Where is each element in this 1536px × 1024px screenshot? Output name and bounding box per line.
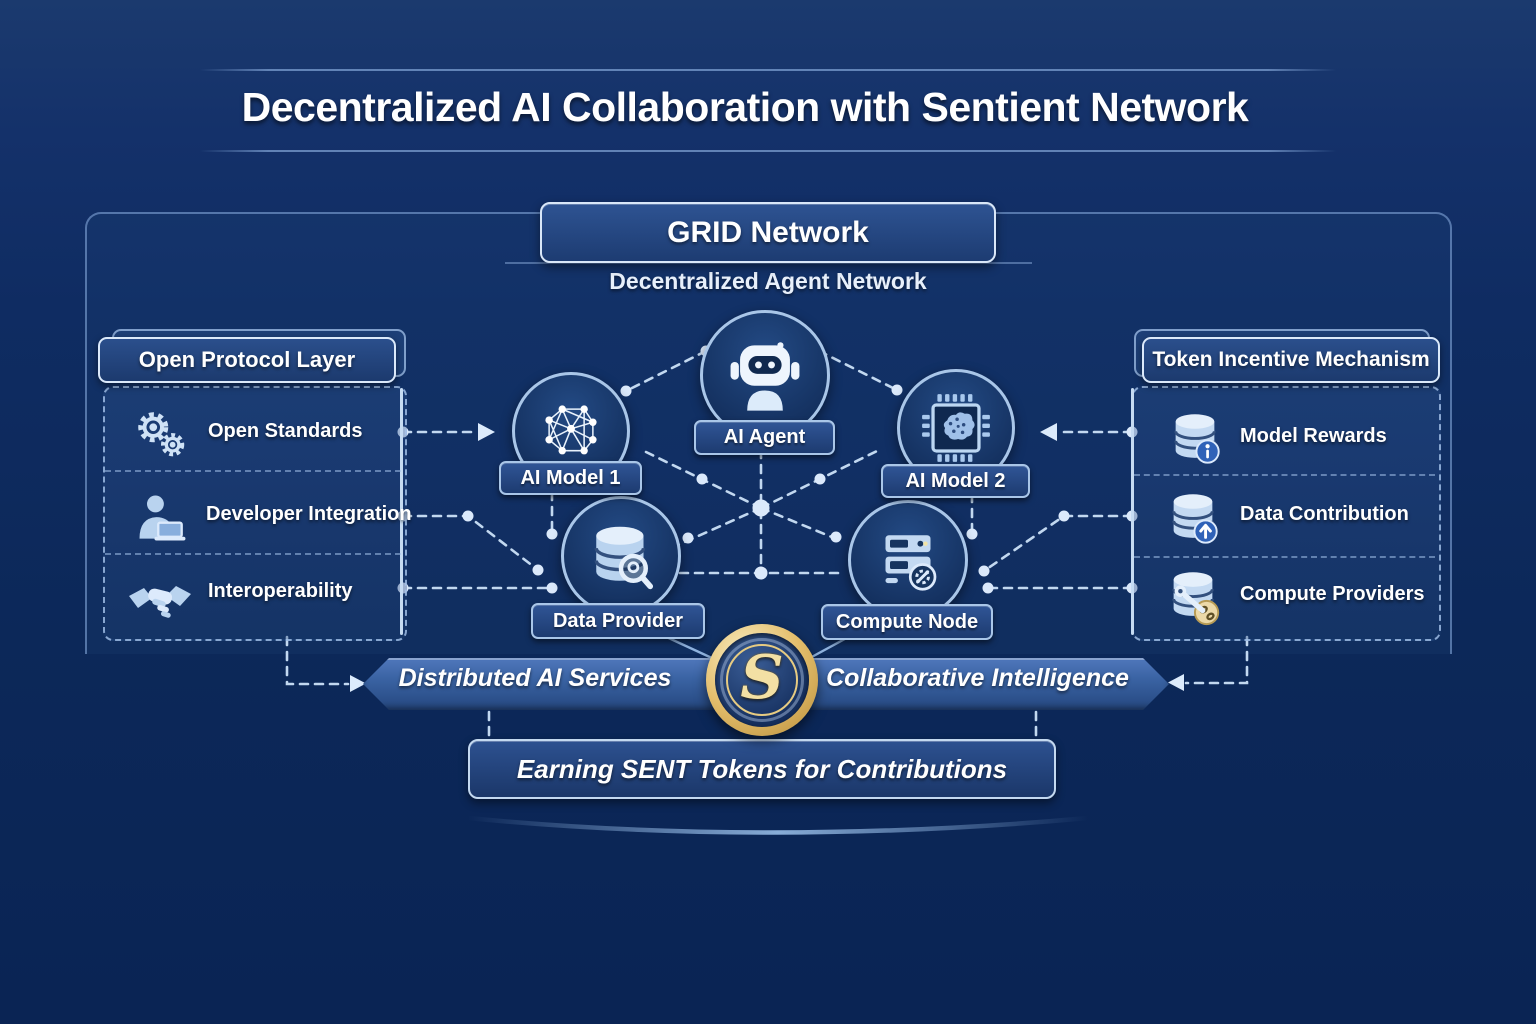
title-bottom-rule [200, 150, 1336, 152]
data-provider-node [561, 496, 681, 616]
ai-model-1-label: AI Model 1 [499, 461, 642, 495]
left-panel-separator-2 [105, 553, 401, 555]
left-panel-inner-edge [400, 388, 403, 635]
left-panel-header: Open Protocol Layer [98, 337, 396, 383]
ribbon-left-text: Distributed AI Services [398, 664, 672, 692]
handshake-icon [128, 570, 192, 630]
bottom-swoosh [465, 815, 1091, 835]
ribbon-right-text: Collaborative Intelligence [826, 664, 1129, 692]
node-label-text: Compute Node [835, 610, 979, 633]
database-info-icon [1164, 408, 1226, 468]
grid-network-header: GRID Network [540, 202, 996, 263]
coin-letter: S [740, 643, 784, 713]
ai-agent-node [700, 310, 830, 440]
ai-agent-label: AI Agent [694, 420, 835, 455]
right-panel-separator-2 [1134, 556, 1435, 558]
right-panel-inner-edge [1131, 388, 1134, 635]
server-gear-icon [872, 524, 944, 596]
coin-ring [720, 638, 804, 722]
robot-icon [727, 337, 803, 413]
coin-gold-ring [726, 644, 798, 716]
left-panel-separator-1 [105, 470, 401, 472]
left-item-label: Open Standards [208, 420, 363, 442]
gears-icon [130, 404, 192, 466]
data-provider-label: Data Provider [531, 603, 705, 639]
right-panel-title: Token Incentive Mechanism [1152, 348, 1430, 371]
database-upload-icon [1162, 488, 1224, 548]
right-item-label: Compute Providers [1240, 583, 1425, 605]
compute-node-label: Compute Node [821, 604, 993, 640]
chip-brain-icon [921, 393, 991, 463]
sent-token-coin: S [706, 624, 818, 736]
compute-node-node [848, 500, 968, 620]
left-item-label: Interoperability [208, 580, 353, 602]
developer-icon [132, 488, 192, 548]
neural-network-icon [536, 396, 606, 466]
page-title: Decentralized AI Collaboration with Sent… [241, 84, 1249, 130]
right-item-label: Model Rewards [1240, 425, 1387, 447]
title-top-rule [200, 69, 1336, 71]
node-label-text: AI Model 1 [520, 466, 621, 489]
ai-model-2-label: AI Model 2 [881, 464, 1030, 498]
right-panel-separator-1 [1134, 474, 1435, 476]
right-panel-header: Token Incentive Mechanism [1142, 337, 1440, 383]
node-label-text: Data Provider [552, 609, 684, 632]
node-label-text: AI Model 2 [905, 469, 1006, 492]
right-item-label: Data Contribution [1240, 503, 1409, 525]
earning-banner: Earning SENT Tokens for Contributions [468, 739, 1056, 799]
grid-network-subtitle: Decentralized Agent Network [609, 268, 927, 294]
grid-header-underline [505, 262, 1032, 264]
database-search-icon [585, 520, 657, 592]
database-tools-icon [1162, 566, 1224, 628]
left-item-label: Developer Integration [206, 503, 412, 525]
left-panel-title: Open Protocol Layer [138, 347, 356, 372]
connector-arrowheads [350, 423, 1184, 692]
grid-network-title: GRID Network [667, 215, 869, 249]
node-label-text: AI Agent [723, 426, 806, 448]
earning-banner-text: Earning SENT Tokens for Contributions [516, 753, 1008, 784]
